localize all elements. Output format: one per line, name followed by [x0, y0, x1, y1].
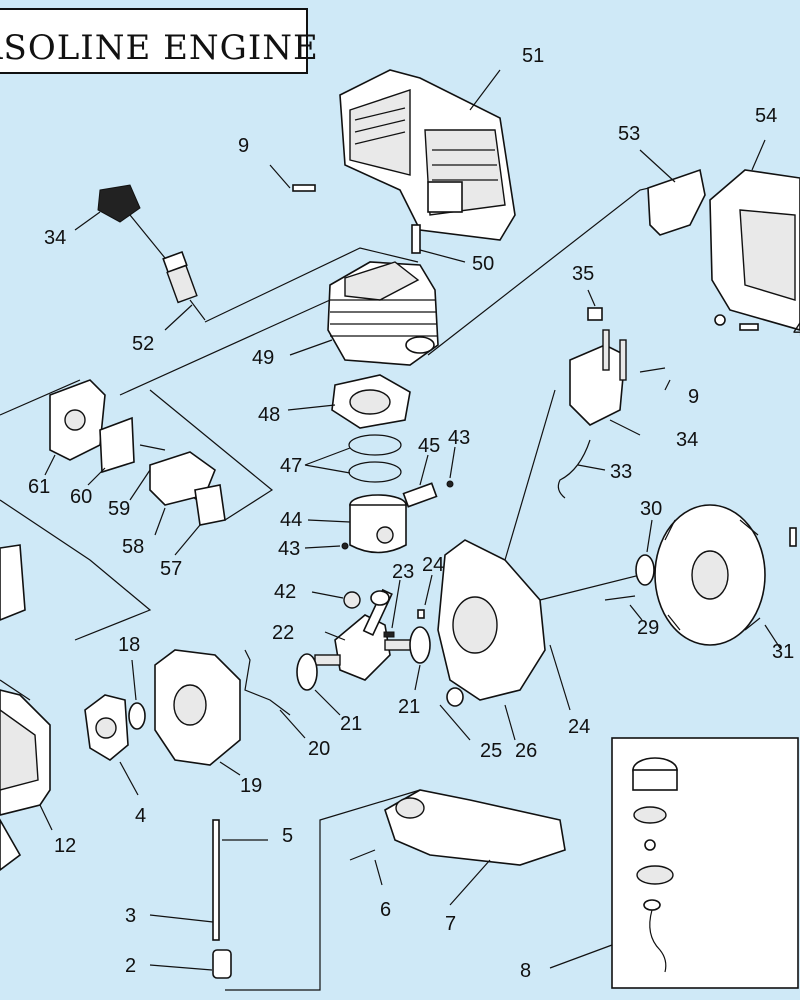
label-21b: 21 — [398, 696, 420, 718]
label-50: 50 — [472, 253, 494, 275]
part-53-gasket — [639, 149, 706, 236]
label-35: 35 — [572, 263, 594, 285]
part-48-gasket — [287, 374, 411, 429]
part-31-key — [789, 527, 797, 547]
part-34-plug-cap — [74, 184, 166, 259]
label-21a: 21 — [340, 713, 362, 735]
label-22: 22 — [272, 622, 294, 644]
part-left-edge-component — [0, 544, 26, 621]
label-8: 8 — [520, 960, 531, 982]
label-24b: 24 — [568, 716, 590, 738]
part-31-flywheel — [654, 504, 781, 649]
part-49-cylinder — [289, 261, 439, 366]
part-44-piston — [307, 494, 407, 554]
label-25: 25 — [480, 740, 502, 762]
part-7-fuel-tank — [384, 789, 566, 906]
part-57-intake-gasket — [194, 484, 226, 526]
label-5: 5 — [282, 825, 293, 847]
label-34a: 34 — [44, 227, 66, 249]
part-24a-pin — [417, 609, 425, 619]
label-30: 30 — [640, 498, 662, 520]
part-45-piston-pin — [402, 482, 438, 508]
part-47-piston-rings — [304, 434, 402, 483]
part-52-spark-plug — [162, 250, 206, 331]
label-59: 59 — [108, 498, 130, 520]
part-60-carb-gasket — [99, 416, 135, 474]
part-29-bolt — [604, 595, 636, 601]
label-54: 54 — [755, 105, 777, 127]
part-42-needle-bearing — [343, 591, 361, 609]
label-4-edge: 4 — [793, 319, 800, 341]
part-50-stud — [411, 224, 421, 254]
label-57: 57 — [160, 558, 182, 580]
part-30-oil-seal — [635, 554, 655, 586]
part-21a-bearing — [296, 653, 318, 691]
label-19: 19 — [240, 775, 262, 797]
label-18: 18 — [118, 634, 140, 656]
label-12: 12 — [54, 835, 76, 857]
label-53: 53 — [618, 123, 640, 145]
label-47: 47 — [280, 455, 302, 477]
label-29: 29 — [637, 617, 659, 639]
part-21b-bearing — [409, 626, 431, 664]
part-6-screw — [349, 849, 376, 861]
part-2-filter — [149, 949, 232, 979]
label-9a: 9 — [238, 135, 249, 157]
label-7: 7 — [445, 913, 456, 935]
part-34-ignition-coil — [569, 329, 671, 436]
label-34b: 34 — [676, 429, 698, 451]
part-number-labels: 51 9 53 54 34 50 35 4 52 49 9 48 34 45 4… — [28, 45, 800, 982]
label-49: 49 — [252, 347, 274, 369]
label-9b: 9 — [688, 386, 699, 408]
part-51-cylinder-cover — [339, 69, 516, 241]
label-24a: 24 — [422, 554, 444, 576]
part-4-starter-housing — [84, 694, 139, 796]
screw-9a — [292, 184, 316, 192]
part-18-oil-seal — [128, 702, 146, 730]
label-61: 61 — [28, 476, 50, 498]
label-3: 3 — [125, 905, 136, 927]
part-59-bolt — [139, 444, 166, 451]
part-61-carburetor — [44, 379, 106, 476]
label-4: 4 — [135, 805, 146, 827]
label-51: 51 — [522, 45, 544, 67]
part-22-crankshaft — [314, 588, 416, 681]
part-19-crankcase-half — [154, 649, 241, 776]
label-33: 33 — [610, 461, 632, 483]
label-58: 58 — [122, 536, 144, 558]
label-45: 45 — [418, 435, 440, 457]
part-25-plug — [446, 687, 464, 707]
diagram-title: ASOLINE ENGINE — [0, 28, 319, 68]
label-48: 48 — [258, 404, 280, 426]
label-26: 26 — [515, 740, 537, 762]
label-43b: 43 — [278, 538, 300, 560]
part-20-gasket — [244, 649, 291, 716]
label-44: 44 — [280, 509, 302, 531]
label-23: 23 — [392, 561, 414, 583]
part-5-shaft — [212, 819, 268, 941]
part-26-crankcase-half — [437, 539, 546, 741]
label-42: 42 — [274, 581, 296, 603]
part-33-ignition-wire — [557, 439, 606, 499]
label-2: 2 — [125, 955, 136, 977]
label-52: 52 — [132, 333, 154, 355]
part-43b-clip — [341, 542, 349, 550]
label-6: 6 — [380, 899, 391, 921]
part-43a-clip — [446, 480, 454, 488]
title-box: ASOLINE ENGINE — [0, 8, 318, 74]
label-20: 20 — [308, 738, 330, 760]
label-43a: 43 — [448, 427, 470, 449]
label-60: 60 — [70, 486, 92, 508]
part-35-nut — [587, 307, 603, 321]
label-31: 31 — [772, 641, 794, 663]
part-54-muffler — [709, 139, 800, 331]
part-23-key — [383, 631, 395, 638]
part-12-gasket — [0, 689, 53, 871]
part-8-fuel-cap-kit — [549, 737, 799, 989]
